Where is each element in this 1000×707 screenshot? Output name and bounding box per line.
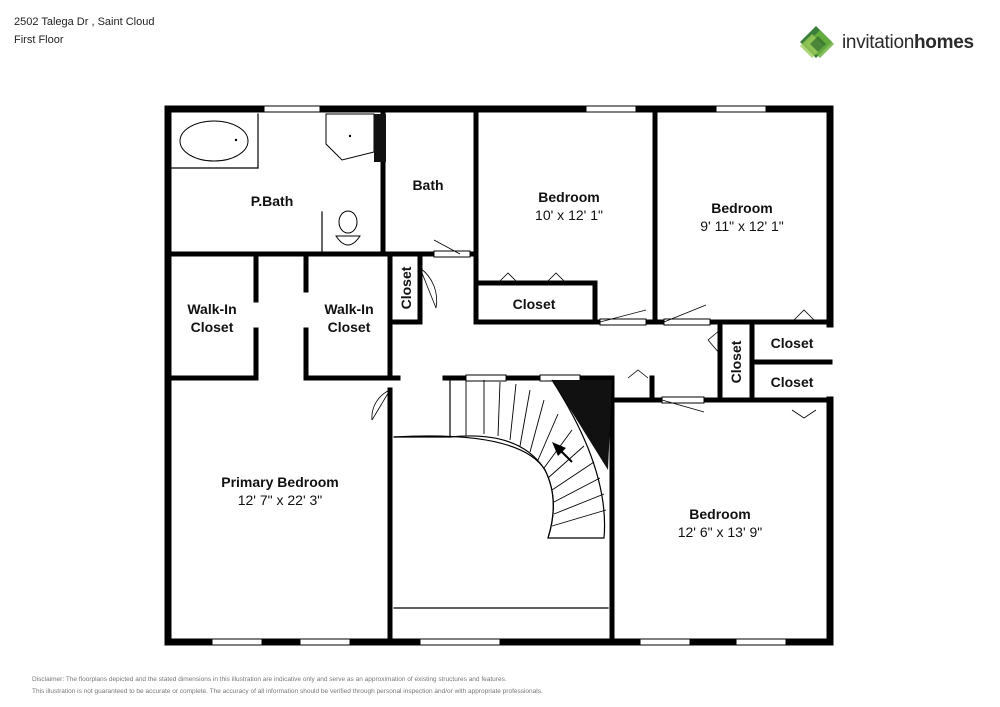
- address-text: 2502 Talega Dr , Saint Cloud: [14, 16, 155, 28]
- logo-mark-icon: [800, 26, 834, 58]
- stair-arrow-icon: [552, 442, 566, 456]
- interior-walls: [165, 109, 833, 645]
- disclaimer-line-1: Disclaimer: The floorplans depicted and …: [32, 676, 507, 683]
- room-closet-vertical: Closet: [728, 340, 744, 384]
- logo-wordmark: invitationhomes: [842, 32, 974, 53]
- room-pbath: P.Bath: [250, 193, 294, 209]
- windows: [211, 105, 787, 646]
- room-closet-lower: Closet: [770, 374, 814, 390]
- room-closet-upper: Closet: [770, 335, 814, 351]
- floor-label: First Floor: [14, 34, 64, 46]
- disclaimer-line-2: This illustration is not guaranteed to b…: [32, 688, 543, 695]
- company-logo: invitationhomes: [798, 24, 978, 64]
- room-closet-hall: Closet: [398, 266, 414, 310]
- room-walkin-closet-1: Walk-In Closet: [187, 301, 237, 335]
- door-swings: [371, 239, 817, 421]
- staircase: [393, 379, 612, 539]
- room-closet-bedroom: Closet: [512, 296, 556, 312]
- fixtures: [171, 113, 609, 609]
- bath-fixtures: [179, 113, 386, 246]
- room-walkin-closet-2: Walk-In Closet: [324, 301, 374, 335]
- room-bath: Bath: [412, 177, 444, 193]
